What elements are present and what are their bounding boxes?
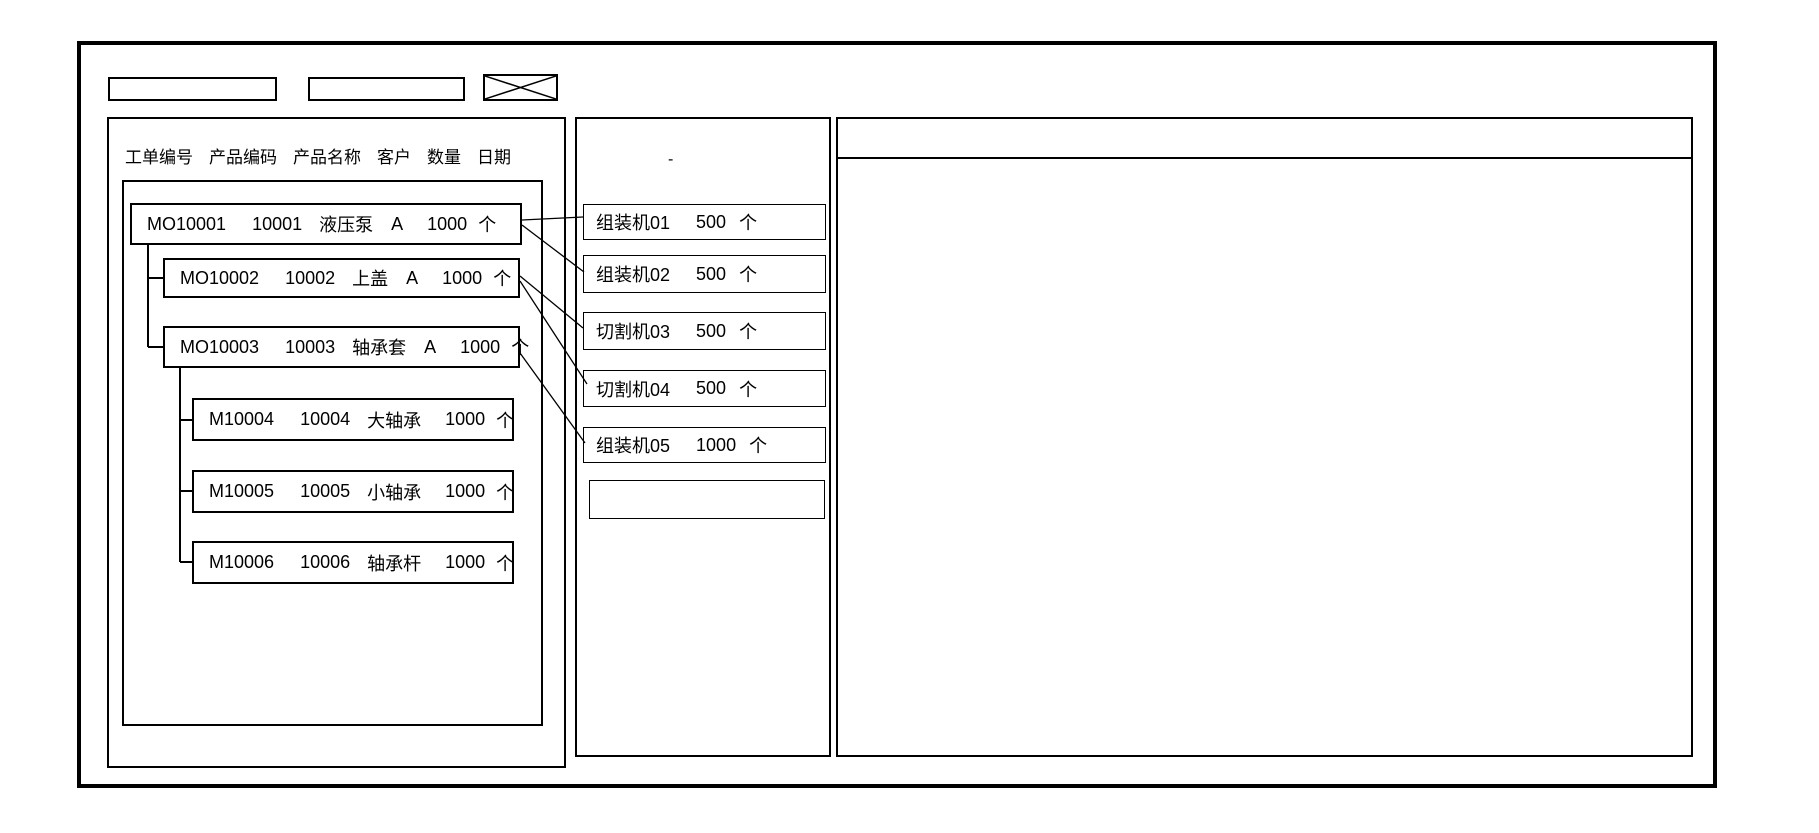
machine-name: 组装机02 <box>596 265 671 285</box>
machine-node-03[interactable]: 切割机03 500 个 <box>583 312 826 350</box>
order-id: M10005 <box>209 481 275 501</box>
machine-node-empty[interactable] <box>589 480 825 519</box>
machine-name: 组装机05 <box>596 436 671 456</box>
order-unit: 个 <box>496 553 515 574</box>
tree-node-m10005[interactable]: M10005 10005 小轴承 1000 个 <box>192 470 514 513</box>
machine-unit: 个 <box>739 379 758 400</box>
machine-unit: 个 <box>739 322 758 342</box>
order-code: 10006 <box>300 552 351 572</box>
order-id: MO10003 <box>180 336 260 357</box>
machine-unit: 个 <box>739 213 758 233</box>
detail-panel <box>836 117 1693 757</box>
order-id: MO10001 <box>147 213 227 234</box>
order-customer: A <box>424 336 437 357</box>
dot-mark: - <box>668 151 674 168</box>
tree-node-mo10001[interactable]: MO10001 10001 液压泵 A 1000 个 <box>130 203 522 245</box>
order-qty: 1000 <box>445 552 486 572</box>
toolbar-field-1[interactable] <box>108 77 277 101</box>
col-workorder-no: 工单编号 <box>125 148 193 167</box>
machine-name: 切割机03 <box>596 322 671 342</box>
order-unit: 个 <box>478 215 497 235</box>
order-id: MO10002 <box>180 267 260 288</box>
machine-node-04[interactable]: 切割机04 500 个 <box>583 370 826 407</box>
col-product-code: 产品编码 <box>209 148 277 167</box>
machine-node-02[interactable]: 组装机02 500 个 <box>583 255 826 293</box>
machine-name: 切割机04 <box>596 379 671 400</box>
machine-qty: 500 <box>696 263 727 284</box>
order-id: M10006 <box>209 552 275 572</box>
order-product: 大轴承 <box>367 410 422 431</box>
tree-node-m10006[interactable]: M10006 10006 轴承杆 1000 个 <box>192 541 514 584</box>
col-product-name: 产品名称 <box>293 148 361 167</box>
workorder-table-header: 工单编号 产品编码 产品名称 客户 数量 日期 <box>125 143 511 168</box>
order-unit: 个 <box>496 482 515 503</box>
order-qty: 1000 <box>442 267 483 288</box>
tree-node-m10004[interactable]: M10004 10004 大轴承 1000 个 <box>192 398 514 441</box>
order-unit: 个 <box>511 338 530 358</box>
order-customer: A <box>406 267 419 288</box>
order-id: M10004 <box>209 409 275 429</box>
machine-qty: 500 <box>696 378 727 398</box>
image-placeholder-icon <box>483 74 558 101</box>
order-product: 轴承套 <box>352 338 407 358</box>
tree-node-mo10003[interactable]: MO10003 10003 轴承套 A 1000 个 <box>163 326 529 368</box>
tree-node-mo10002[interactable]: MO10002 10002 上盖 A 1000 个 <box>163 258 520 298</box>
machine-qty: 1000 <box>696 434 737 455</box>
machine-qty: 500 <box>696 320 727 341</box>
machine-name: 组装机01 <box>596 213 671 233</box>
order-unit: 个 <box>493 269 512 289</box>
machine-qty: 500 <box>696 211 727 232</box>
order-qty: 1000 <box>445 481 486 501</box>
order-code: 10001 <box>252 213 303 234</box>
order-code: 10004 <box>300 409 351 429</box>
col-quantity: 数量 <box>427 148 461 167</box>
x-cross-glyph <box>484 75 557 100</box>
col-customer: 客户 <box>377 148 411 167</box>
col-date: 日期 <box>477 148 511 167</box>
order-product: 上盖 <box>352 269 389 289</box>
order-qty: 1000 <box>427 213 468 234</box>
order-product: 轴承杆 <box>367 553 422 574</box>
order-qty: 1000 <box>445 409 486 429</box>
order-unit: 个 <box>496 410 515 431</box>
order-code: 10002 <box>285 267 336 288</box>
order-product: 液压泵 <box>319 215 374 235</box>
order-code: 10003 <box>285 336 336 357</box>
order-code: 10005 <box>300 481 351 501</box>
order-qty: 1000 <box>460 336 501 357</box>
machine-unit: 个 <box>739 265 758 285</box>
detail-header-rule <box>838 157 1691 159</box>
toolbar-field-2[interactable] <box>308 77 465 101</box>
order-customer: A <box>391 213 404 234</box>
order-product: 小轴承 <box>367 482 422 503</box>
machine-node-01[interactable]: 组装机01 500 个 <box>583 204 826 240</box>
machine-unit: 个 <box>749 436 768 456</box>
machine-node-05[interactable]: 组装机05 1000 个 <box>583 427 826 463</box>
